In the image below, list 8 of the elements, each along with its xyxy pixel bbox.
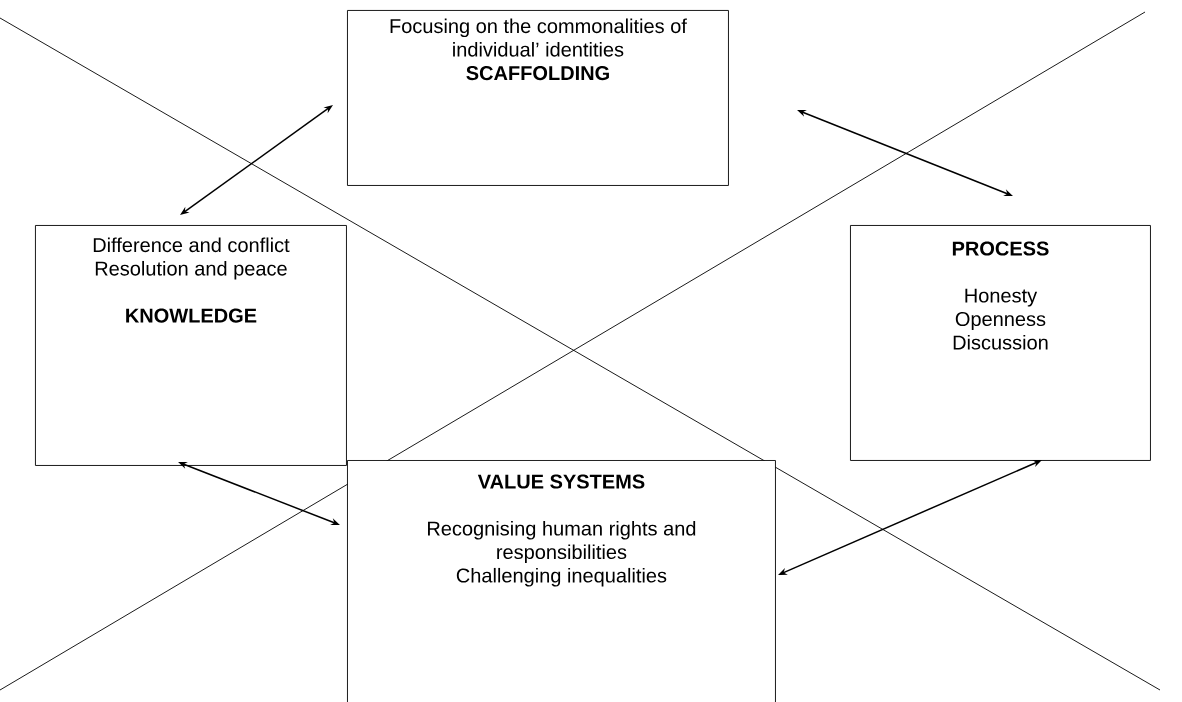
text-box: Focusing on the commonalities of individual’ identities SCAFFOLDING bbox=[347, 10, 729, 186]
text-box: PROCESS Honesty Openness Discussion bbox=[850, 225, 1151, 461]
node-label: Recognising human rights and responsibilities bbox=[428, 520, 696, 564]
node-label: VALUE SYSTEMS bbox=[477, 474, 645, 489]
text-box: VALUE SYSTEMS Recognising human rights and responsibilities Challenging inequalities bbox=[347, 460, 776, 702]
text-box: Difference and conflict Resolution and peace KNOWLEDGE bbox=[35, 225, 347, 466]
arrow bbox=[180, 105, 333, 215]
node-label: Challenging inequalities bbox=[456, 567, 667, 587]
